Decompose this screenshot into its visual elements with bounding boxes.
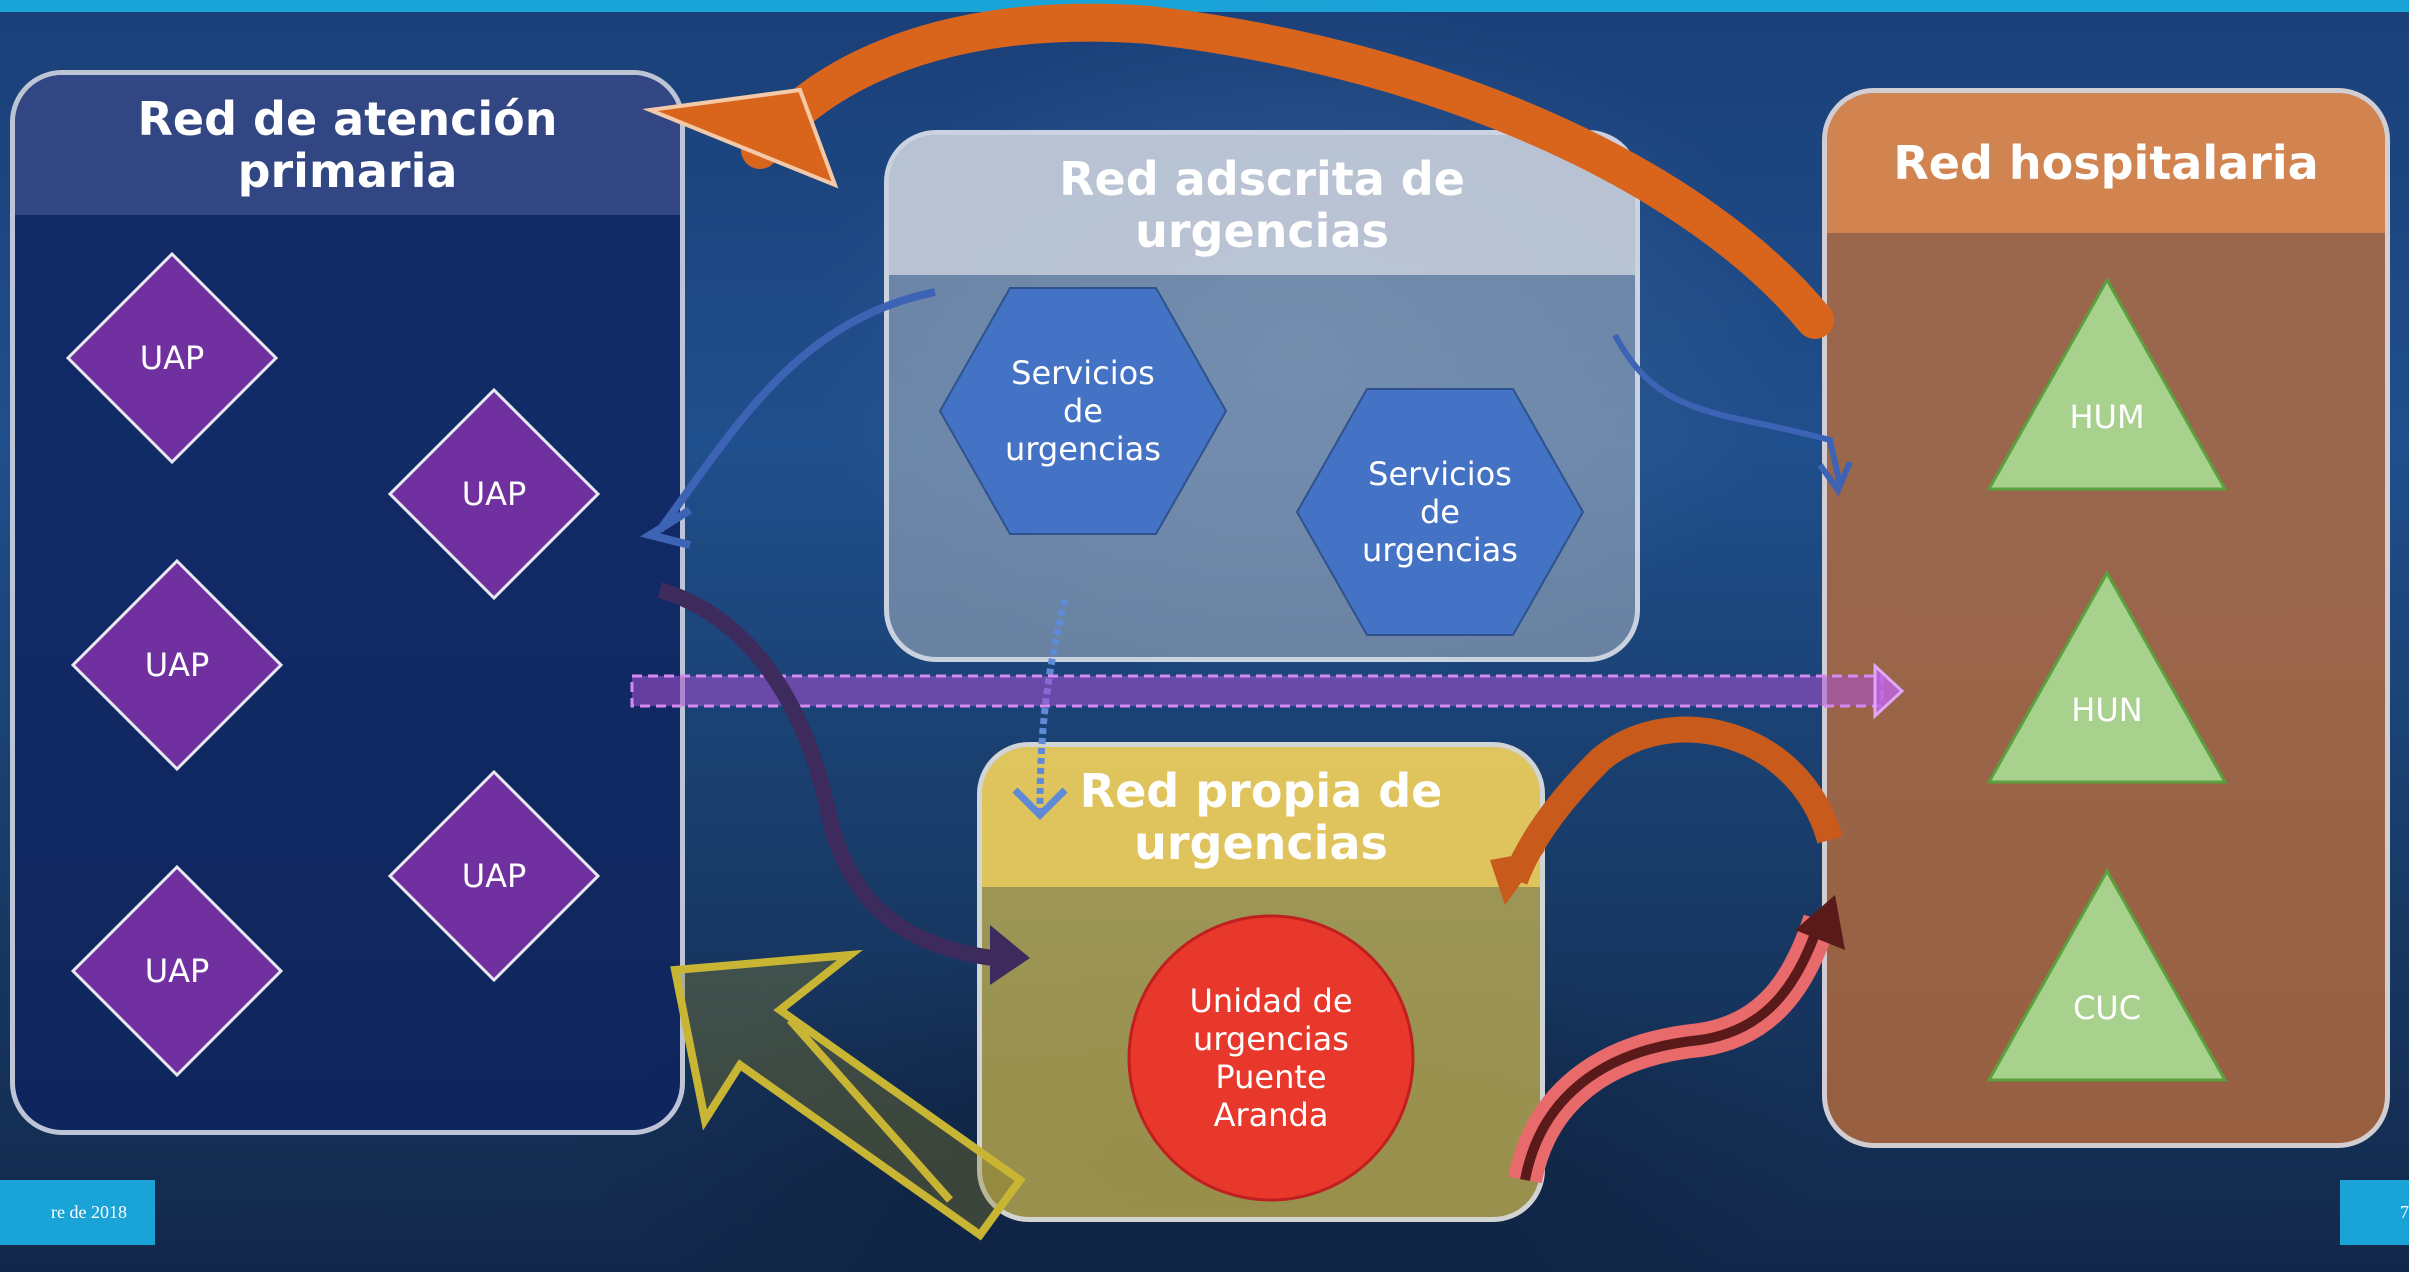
purple-arrowhead-own — [990, 925, 1030, 985]
emergency-service-node-2: Servicios de urgencias — [1295, 387, 1585, 637]
own-unit-label: Unidad de urgencias Puente Aranda — [1189, 982, 1353, 1134]
hospital-label: CUC — [2072, 989, 2142, 1027]
uap-label: UAP — [144, 646, 210, 684]
hospital-label: HUN — [2071, 691, 2143, 729]
hospital-node-hun: HUN — [1986, 569, 2228, 785]
footer-date: re de 2018 — [0, 1180, 155, 1245]
uap-label: UAP — [461, 475, 527, 513]
panel-title-propia: Red propia de urgencias — [982, 747, 1540, 887]
uap-node-1: UAP — [65, 251, 279, 465]
purple-band-arrow — [630, 674, 1884, 708]
blue-arrowhead-hospital — [1817, 460, 1853, 497]
blue-arrowhead-primary — [639, 506, 693, 549]
page-number: 7 — [2340, 1180, 2409, 1245]
own-emergency-unit: Unidad de urgencias Puente Aranda — [1126, 913, 1416, 1203]
orange-arrow-to-own — [1502, 716, 1843, 885]
orange-arrowhead-top — [642, 87, 839, 189]
panel-title-adscrita: Red adscrita de urgencias — [889, 135, 1635, 275]
blue-arrow-to-hospital — [1612, 333, 1843, 486]
hospital-node-cuc: CUC — [1986, 867, 2228, 1083]
blue-arrow-to-primary — [656, 288, 936, 533]
red-arrowhead — [1795, 895, 1845, 950]
hospital-label: HUM — [2069, 398, 2145, 436]
uap-node-2: UAP — [387, 387, 601, 601]
uap-label: UAP — [144, 952, 210, 990]
yellow-double-arrow — [670, 949, 1026, 1241]
panel-title-primary: Red de atención primaria — [15, 75, 680, 215]
orange-arrow-top — [741, 3, 1834, 339]
blue-arrow-to-own — [1036, 599, 1069, 811]
uap-label: UAP — [139, 339, 205, 377]
emergency-service-label: Servicios de urgencias — [1005, 354, 1161, 468]
uap-node-3: UAP — [70, 558, 284, 772]
uap-node-5: UAP — [70, 864, 284, 1078]
purple-arrowhead — [1873, 662, 1905, 720]
emergency-service-node-1: Servicios de urgencias — [938, 286, 1228, 536]
blue-arrowhead-own — [1012, 787, 1068, 820]
uap-label: UAP — [461, 857, 527, 895]
panel-title-hospitalaria: Red hospitalaria — [1827, 93, 2385, 233]
red-arrow-to-hospital — [1508, 914, 1837, 1184]
purple-arrow-to-own — [657, 582, 1011, 968]
hospital-node-hum: HUM — [1986, 276, 2228, 492]
orange-arrowhead-own — [1490, 850, 1545, 905]
uap-node-4: UAP — [387, 769, 601, 983]
emergency-service-label: Servicios de urgencias — [1362, 455, 1518, 569]
